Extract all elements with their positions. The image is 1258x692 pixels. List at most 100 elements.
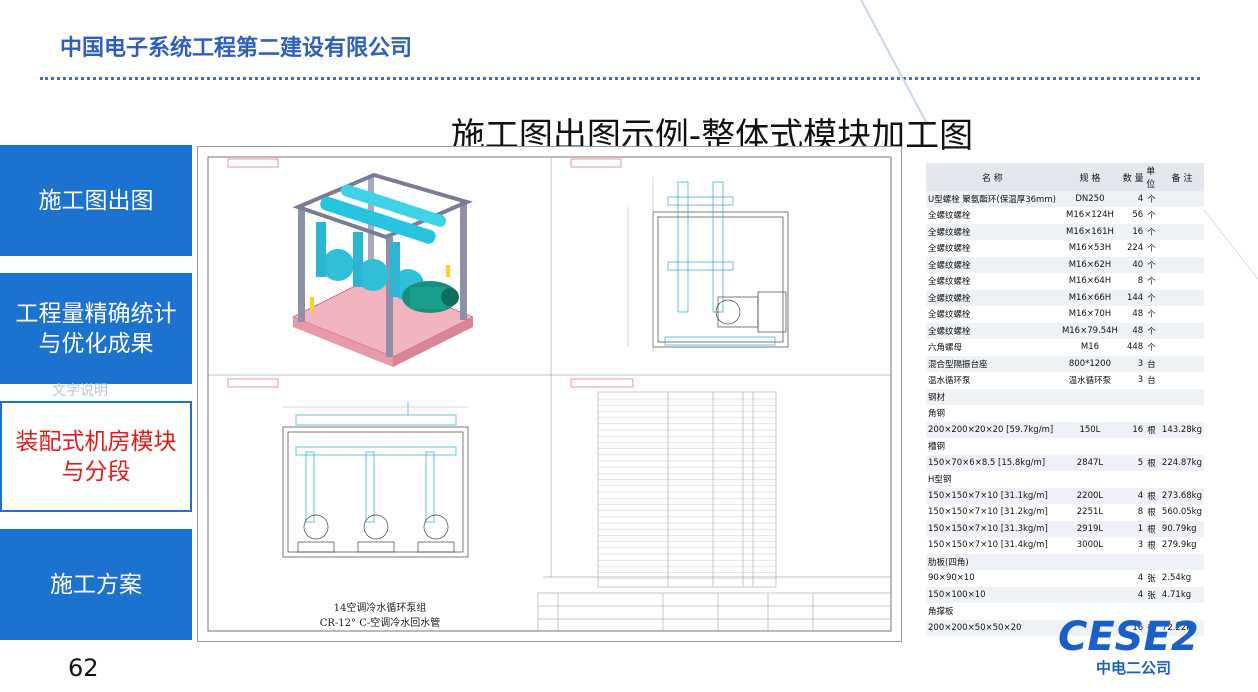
table-cell-qty: 1 [1121, 520, 1146, 538]
table-cell-spec [1058, 603, 1122, 620]
table-cell-qty: 16 [1121, 421, 1146, 439]
table-cell-name: H型钢 [926, 471, 1059, 488]
table-cell-unit: 个 [1145, 273, 1160, 290]
table-cell-note: 560.05kg [1159, 504, 1204, 521]
table-cell-note [1159, 471, 1204, 488]
table-cell-qty: 3 [1121, 355, 1146, 373]
table-cell-spec [1058, 570, 1122, 587]
table-cell-name: 混合型隔振台座 [926, 355, 1059, 373]
nav-item-label: 施工方案 [50, 571, 142, 598]
table-cell-qty [1121, 471, 1146, 488]
nav-item-prefab-modules[interactable]: 装配式机房模块与分段 [0, 401, 192, 512]
table-cell-unit: 根 [1145, 504, 1160, 521]
table-cell-note: 90.79kg [1159, 520, 1204, 538]
table-row: 角撑板 [926, 603, 1204, 620]
logo-text: CESE2 [1058, 614, 1199, 656]
table-cell-qty: 40 [1121, 256, 1146, 274]
drawing-title-block [537, 592, 892, 632]
nav-item-label: 施工图出图 [38, 187, 154, 214]
table-cell-unit: 个 [1145, 322, 1160, 340]
header-unit: 单位 [1145, 163, 1160, 191]
table-cell-qty: 224 [1121, 240, 1146, 257]
nav-item-construction-drawing[interactable]: 施工图出图 [0, 145, 192, 256]
table-cell-name: 150×150×7×10 [31.3kg/m] [926, 520, 1059, 538]
table-cell-spec: 2919L [1058, 520, 1122, 538]
table-cell-spec: DN250 [1058, 191, 1122, 208]
table-cell-name: 温水循环泵 [926, 372, 1059, 389]
table-cell-name: 全螺纹螺栓 [926, 289, 1059, 307]
table-cell-unit: 个 [1145, 339, 1160, 356]
table-cell-name: 角撑板 [926, 603, 1059, 620]
table-cell-unit [1145, 553, 1160, 571]
table-cell-spec: 150L [1058, 421, 1122, 439]
table-cell-spec: 2847L [1058, 454, 1122, 472]
table-cell-qty: 48 [1121, 306, 1146, 323]
table-cell-name: 150×150×7×10 [31.2kg/m] [926, 504, 1059, 521]
drawing-caption-2: CR-12° C-空调冷水回水管 [320, 616, 441, 629]
drawing-sheet: 14空调冷水循环泵组 CR-12° C-空调冷水回水管 [207, 156, 892, 632]
ghost-text: 文字说明 [52, 383, 108, 399]
table-cell-note [1159, 603, 1204, 620]
table-row: 角钢 [926, 405, 1204, 422]
table-cell-unit: 根 [1145, 421, 1160, 439]
engineering-drawing: 14空调冷水循环泵组 CR-12° C-空调冷水回水管 [197, 146, 902, 642]
table-cell-unit [1145, 388, 1160, 406]
header-company-name: 中国电子系统工程第二建设有限公司 [60, 36, 413, 61]
table-cell-note [1159, 191, 1204, 208]
table-cell-name: 六角螺母 [926, 339, 1059, 356]
table-cell-name: 全螺纹螺栓 [926, 306, 1059, 323]
material-table: 名 称 规 格 数 量 单位 备 注 U型螺栓 聚氨酯环(保温厚36mm)DN2… [926, 163, 1204, 637]
table-cell-unit [1145, 405, 1160, 422]
table-cell-spec: M16×62H [1058, 256, 1122, 274]
table-cell-qty [1121, 438, 1146, 455]
nav-item-quantity-statistics[interactable]: 工程量精确统计与优化成果 [0, 273, 192, 384]
table-cell-name: 全螺纹螺栓 [926, 223, 1059, 241]
table-cell-unit: 张 [1145, 570, 1160, 587]
table-cell-qty: 8 [1121, 504, 1146, 521]
logo-subtitle: 中电二公司 [1096, 659, 1172, 677]
table-cell-spec: 800*1200 [1058, 355, 1122, 373]
table-cell-qty: 3 [1121, 537, 1146, 554]
table-cell-unit: 台 [1145, 355, 1160, 373]
table-cell-spec [1058, 438, 1122, 455]
table-cell-name: 肋板(四角) [926, 553, 1059, 571]
table-cell-unit: 个 [1145, 306, 1160, 323]
table-cell-qty: 448 [1121, 339, 1146, 356]
table-cell-qty: 4 [1121, 487, 1146, 505]
header-dotted-divider [40, 77, 1200, 80]
table-cell-note: 279.9kg [1159, 537, 1204, 554]
table-cell-spec: M16×70H [1058, 306, 1122, 323]
table-cell-name: 全螺纹螺栓 [926, 273, 1059, 290]
table-cell-note [1159, 388, 1204, 406]
table-cell-name: 150×100×10 [926, 586, 1059, 604]
table-cell-qty: 5 [1121, 454, 1146, 472]
cese2-logo: CESE2 [1058, 614, 1199, 656]
table-cell-note: 143.28kg [1159, 421, 1204, 439]
page-number: 62 [68, 654, 99, 682]
table-cell-spec [1058, 553, 1122, 571]
table-cell-qty [1121, 553, 1146, 571]
table-cell-note [1159, 273, 1204, 290]
table-cell-qty [1121, 388, 1146, 406]
table-cell-spec: M16×66H [1058, 289, 1122, 307]
nav-item-construction-plan[interactable]: 施工方案 [0, 529, 192, 640]
table-cell-name: 角钢 [926, 405, 1059, 422]
table-cell-qty: 4 [1121, 191, 1146, 208]
table-cell-note [1159, 240, 1204, 257]
nav-item-label: 工程量精确统计与优化成果 [15, 300, 177, 357]
table-cell-name: 150×70×6×8.5 [15.8kg/m] [926, 454, 1059, 472]
table-cell-unit: 个 [1145, 256, 1160, 274]
table-cell-note [1159, 306, 1204, 323]
table-cell-spec: 3000L [1058, 537, 1122, 554]
table-cell-qty: 16 [1121, 619, 1146, 637]
table-cell-unit: 张 [1145, 586, 1160, 604]
table-cell-name: U型螺栓 聚氨酯环(保温厚36mm) [926, 191, 1059, 208]
